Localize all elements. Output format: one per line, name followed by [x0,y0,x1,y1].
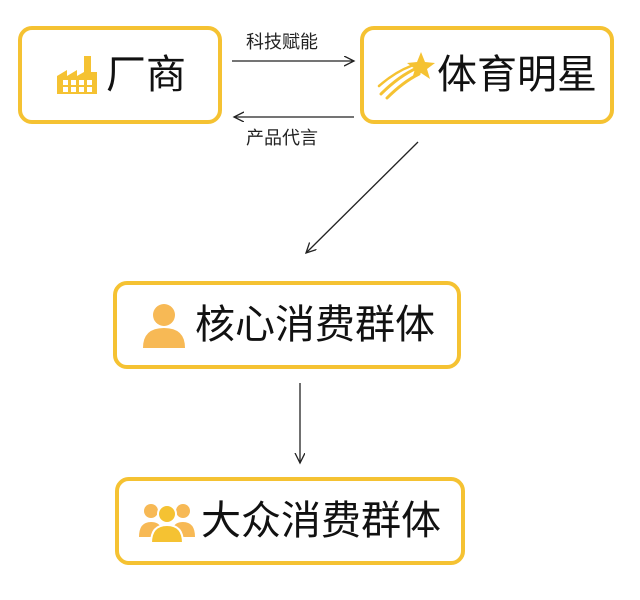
factory-icon [54,52,100,98]
node-sports-star: 体育明星 [360,26,614,124]
node-mass-consumers-label: 大众消费群体 [201,498,441,544]
node-vendor-label: 厂商 [106,52,186,98]
node-core-consumers-label: 核心消费群体 [195,302,435,348]
node-sports-star-label: 体育明星 [437,52,597,98]
arrow-star-to-core [306,141,419,253]
group-icon [139,497,195,545]
person-icon [139,300,189,350]
edge-label-tech-empower: 科技赋能 [246,32,318,53]
edge-label-product-endorsement: 产品代言 [246,128,318,149]
node-mass-consumers: 大众消费群体 [115,477,465,565]
shooting-star-icon [377,50,435,100]
node-core-consumers: 核心消费群体 [113,281,461,369]
node-vendor: 厂商 [18,26,222,124]
